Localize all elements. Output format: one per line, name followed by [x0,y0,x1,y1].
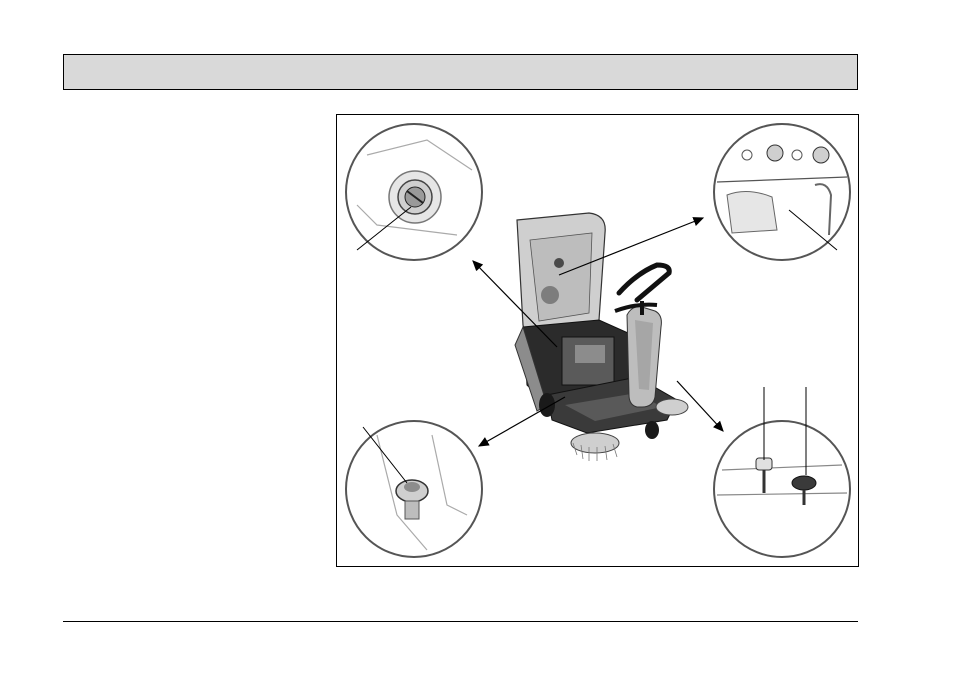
adjustment-knob-detail [346,421,482,557]
twin-knob-detail [714,387,850,557]
drain-cap-detail [346,124,482,260]
footer-rule [63,621,858,622]
control-panel-detail [714,124,850,260]
figure-frame [336,114,859,567]
section-header-bar [63,54,858,90]
sweeper-machine-illustration [515,213,688,461]
machine-figure [337,115,858,566]
